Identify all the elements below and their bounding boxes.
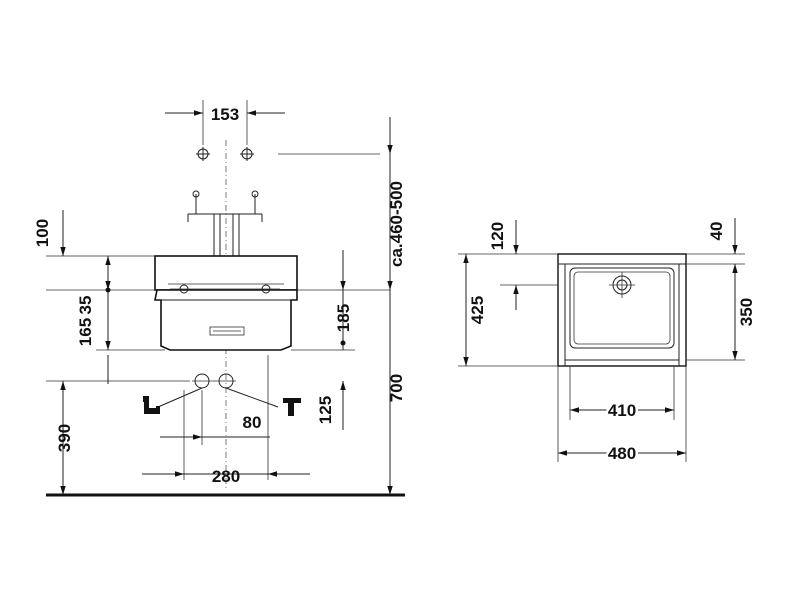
faucet-hole	[609, 272, 635, 298]
dim-425: 425	[468, 296, 487, 324]
dim-480: 480	[608, 444, 636, 463]
basin-front	[154, 255, 298, 351]
dim-80: 80	[243, 413, 262, 432]
dim-100: 100	[33, 219, 52, 247]
dim-280: 280	[212, 467, 240, 486]
basin-top	[557, 253, 687, 367]
supply-valve-left	[196, 147, 210, 161]
dim-35: 35	[76, 296, 95, 315]
supply-valve-right	[240, 147, 254, 161]
front-view: 153 100 35 165 185 ca.460-500 700 390 12…	[33, 100, 406, 497]
dim-125: 125	[316, 396, 335, 424]
dim-165: 165	[76, 318, 95, 346]
faucet	[187, 190, 263, 256]
drain-connections	[157, 373, 279, 408]
dim-185: 185	[334, 304, 353, 332]
dim-410: 410	[608, 401, 636, 420]
trap-icon	[143, 396, 160, 414]
dim-390: 390	[55, 424, 74, 452]
dim-120: 120	[488, 222, 507, 250]
dim-40: 40	[707, 222, 726, 241]
valve-icon	[283, 398, 301, 416]
dim-700: 700	[387, 374, 406, 402]
dim-153: 153	[211, 105, 239, 124]
dim-350: 350	[737, 298, 756, 326]
dim-460-500: ca.460-500	[387, 181, 406, 267]
top-view: 120 425 40 350 410 480	[458, 218, 756, 466]
